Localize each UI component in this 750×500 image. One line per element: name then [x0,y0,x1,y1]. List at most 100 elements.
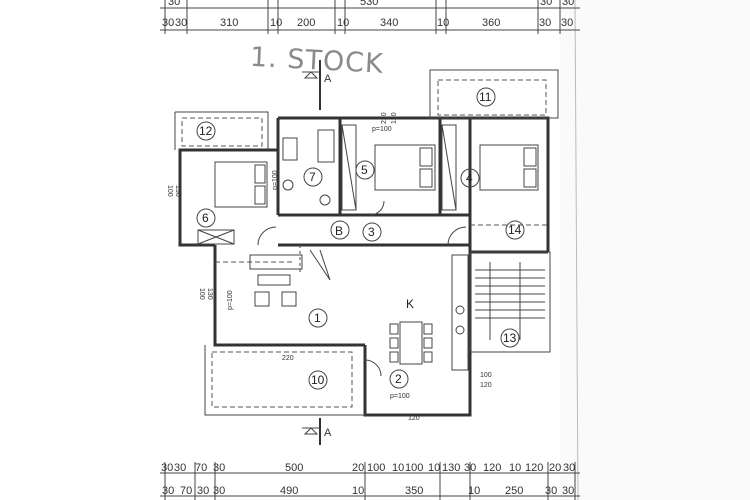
room-7: 7 [303,167,323,187]
bottom-dim-14: 10 [509,462,521,474]
room-4: 4 [460,168,480,188]
living-furniture [249,254,303,307]
bottom-dim-2: 30 [174,462,186,474]
top-dim-overall-1: 30 [168,0,180,8]
bottom-dim-5: 500 [285,462,303,474]
section-letter-top: A [324,73,332,85]
top-dim-overall-3: 30 [540,0,552,8]
window-label-1: 220 [381,112,388,124]
left-dim-3: 100 [198,288,205,300]
opening-label-4: p=100 [272,170,279,190]
room-numbers: 12 6 7 5 4 11 3 14 1 13 10 2 [196,87,525,390]
right-dim-1: 100 [480,372,492,379]
drawing-title: 1. STOCK [249,42,385,80]
bottom-dim-6: 20 [352,462,364,474]
bed-room-6 [214,161,268,208]
mark-k: K [406,297,414,311]
top-dim-4: 10 [270,17,282,29]
bottom-dim-13: 120 [483,462,501,474]
svg-text:6: 6 [202,211,209,225]
left-dim-4: 130 [206,288,213,300]
bottom2-dim-6: 10 [352,485,364,497]
dining-table [389,321,433,365]
top-dim-8: 10 [437,17,449,29]
door-swings [257,200,467,377]
window-label-2: 120 [391,112,398,124]
window-label-3: 220 [282,355,294,362]
bottom-dim-16: 20 [549,462,561,474]
svg-text:4: 4 [466,171,473,185]
bottom2-dim-7: 350 [405,485,423,497]
bathroom-fixtures [282,129,335,206]
svg-text:3: 3 [368,225,375,239]
mark-b-circle: B [330,220,350,240]
bottom2-dim-4: 30 [213,485,225,497]
left-dim-2: 130 [174,185,181,197]
room-10: 10 [308,370,328,390]
top-dim-3: 310 [220,17,238,29]
bed-room-4 [479,144,539,191]
top-dimension-chain: 30 530 30 30 30 30 310 10 200 10 340 10 … [160,0,580,34]
top-dim-overall-2: 530 [360,0,378,8]
opening-label-1: p=100 [372,126,392,133]
room-3: 3 [362,222,382,242]
bottom-dim-12: 30 [464,462,476,474]
opening-label-2: p=100 [390,393,410,400]
top-dim-2: 30 [175,17,187,29]
bottom-dim-4: 30 [213,462,225,474]
building-walls [174,69,559,417]
bottom2-dim-9: 250 [505,485,523,497]
left-dim-1: 100 [166,185,173,197]
right-dimension-chain: 100 120 [480,372,492,389]
bottom-dim-9: 100 [405,462,423,474]
kitchen-counter [451,254,469,371]
room-11: 11 [476,87,496,107]
top-dim-11: 30 [561,17,573,29]
room-13: 13 [500,328,520,348]
bottom-dim-8: 10 [392,462,404,474]
mark-b: B [335,224,343,238]
top-dim-6: 10 [337,17,349,29]
bottom-dim-17: 30 [563,462,575,474]
room-14: 14 [505,220,525,240]
bottom2-dim-1: 30 [162,485,174,497]
svg-text:14: 14 [508,223,522,237]
bottom-dim-7: 100 [367,462,385,474]
svg-text:13: 13 [503,331,517,345]
svg-text:10: 10 [311,373,325,387]
bottom2-dim-3: 30 [197,485,209,497]
window-label-4: 120 [408,415,420,422]
bottom-dim-11: 130 [442,462,460,474]
svg-text:11: 11 [479,90,492,104]
room-1: 1 [308,308,328,328]
section-letter-bottom: A [324,427,332,439]
section-marker-bottom: A [302,418,332,445]
top-dim-9: 360 [482,17,500,29]
bottom-dim-15: 120 [525,462,543,474]
svg-text:2: 2 [395,372,402,386]
svg-text:5: 5 [361,163,368,177]
section-marker-top: A [302,60,332,110]
bottom-dim-3: 70 [195,462,207,474]
room-12: 12 [196,121,216,141]
bottom2-dim-2: 70 [180,485,192,497]
bottom2-dim-8: 10 [468,485,480,497]
dashed-outlines [181,79,548,408]
bottom-dim-1: 30 [161,462,173,474]
bottom2-dim-10: 30 [545,485,557,497]
bottom2-dim-11: 30 [562,485,574,497]
right-dim-2: 120 [480,382,492,389]
svg-text:12: 12 [199,124,213,138]
room-6: 6 [196,208,216,228]
top-dim-overall-4: 30 [562,0,574,8]
top-dim-1: 30 [162,17,174,29]
svg-text:7: 7 [309,170,316,184]
top-dim-10: 30 [539,17,551,29]
staircase-treads [475,262,545,340]
top-dim-5: 200 [297,17,315,29]
bottom-dimension-chain: 30 30 70 30 500 20 100 10 100 10 130 30 … [160,462,580,500]
bed-room-5 [374,144,436,191]
room-5: 5 [355,160,375,180]
bottom-dim-10: 10 [428,462,440,474]
